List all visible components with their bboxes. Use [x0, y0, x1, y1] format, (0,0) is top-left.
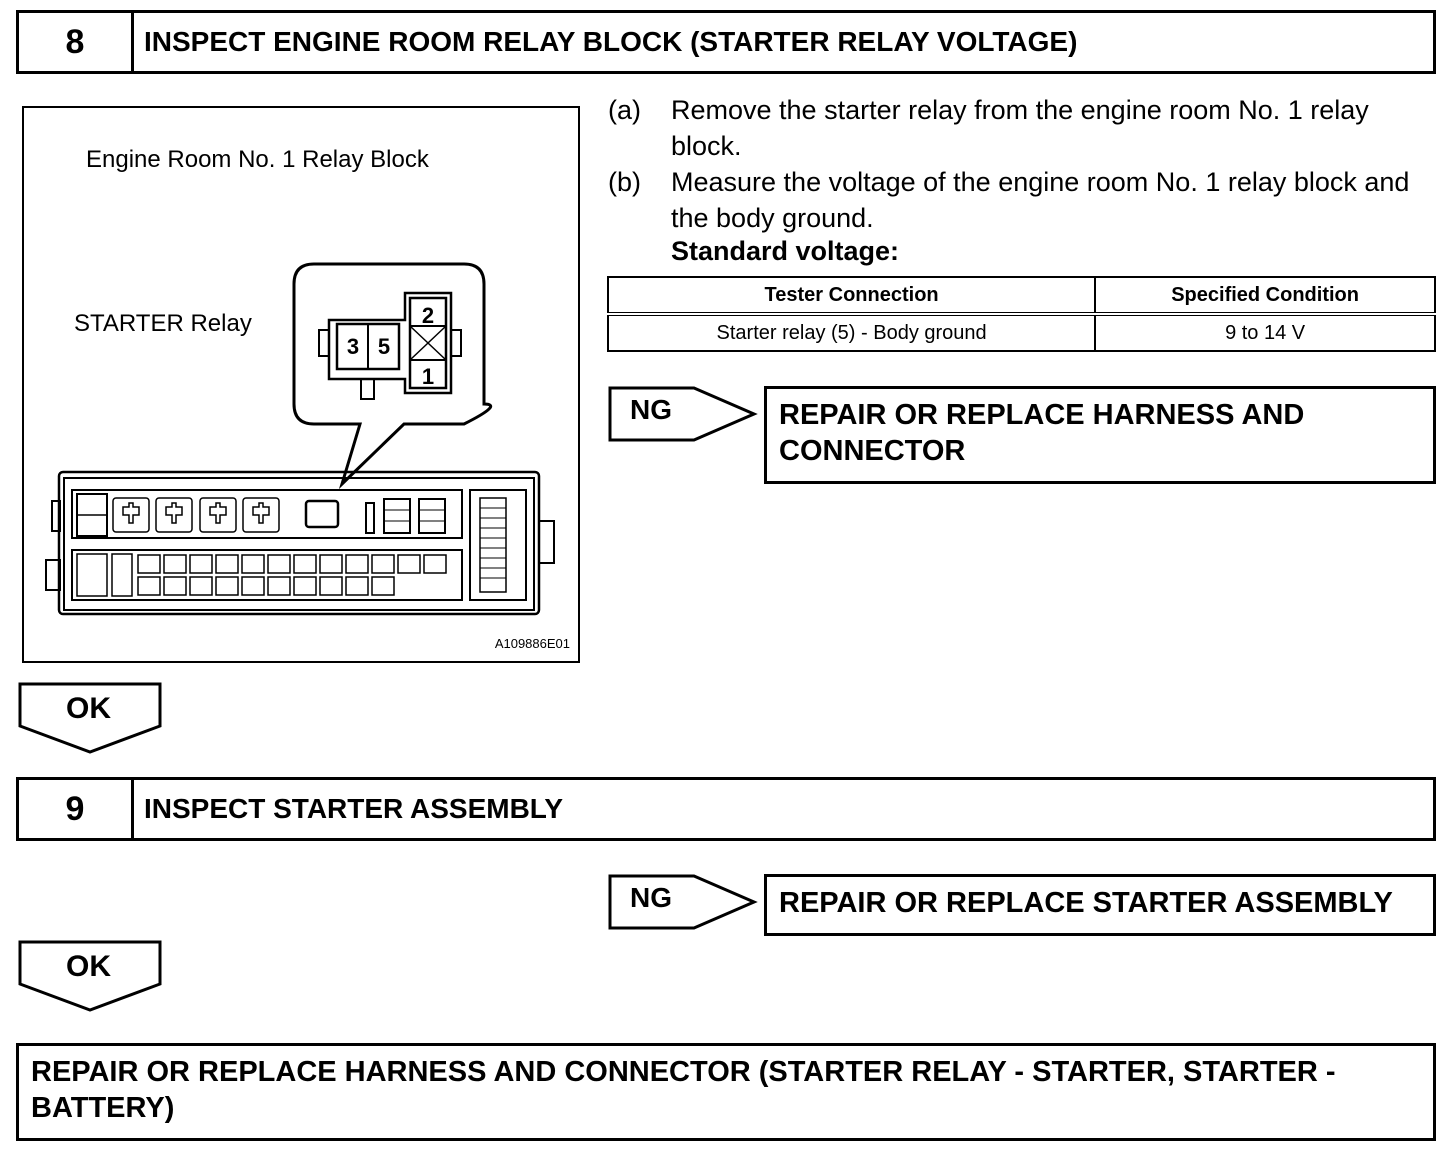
ok-label: OK [66, 692, 111, 725]
table-header-row: Tester Connection Specified Condition [606, 276, 1436, 316]
instruction-text: Remove the starter relay from the engine… [671, 95, 1369, 161]
instruction-label: (a) [608, 95, 641, 125]
connector-tab-bottom [360, 378, 375, 400]
standard-voltage-label: Standard voltage: [671, 236, 900, 266]
ng-result-step-9: REPAIR OR REPLACE STARTER ASSEMBLY [764, 874, 1436, 936]
ng-label: NG [630, 394, 672, 425]
callout-bubble [292, 262, 493, 490]
column-header: Specified Condition [1094, 276, 1436, 316]
ng-arrow-icon [608, 874, 758, 930]
connector-tab-left [318, 329, 330, 357]
terminal-2: 2 [422, 303, 434, 328]
ok-label: OK [66, 950, 111, 983]
spec-table: Tester Connection Specified Condition St… [606, 276, 1436, 352]
ok-branch-step-9[interactable]: OK [18, 940, 162, 1012]
terminal-3: 3 [347, 334, 359, 359]
step-8-header: 8 INSPECT ENGINE ROOM RELAY BLOCK (START… [16, 10, 1436, 74]
column-header: Tester Connection [606, 276, 1097, 316]
ng-result-step-8: REPAIR OR REPLACE HARNESS AND CONNECTOR [764, 386, 1436, 484]
terminal-1: 1 [422, 364, 434, 389]
step-number: 8 [19, 13, 134, 71]
instruction-text: Measure the voltage of the engine room N… [671, 167, 1410, 233]
ok-branch-step-8[interactable]: OK [18, 682, 162, 754]
step-number: 9 [19, 780, 134, 838]
ng-branch-step-8[interactable]: NG [608, 386, 758, 442]
terminal-5: 5 [378, 334, 390, 359]
starter-relay-slot [304, 499, 340, 529]
relay-block-label: Engine Room No. 1 Relay Block [86, 146, 429, 173]
connector-tab-right [450, 329, 462, 357]
table-cell: Starter relay (5) - Body ground [606, 313, 1097, 352]
relay-block-outline [57, 470, 541, 616]
table-cell: 9 to 14 V [1094, 313, 1436, 352]
figure-code: A109886E01 [494, 636, 570, 651]
final-result-box: REPAIR OR REPLACE HARNESS AND CONNECTOR … [16, 1043, 1436, 1141]
relay-block-diagram: 3 5 2 1 [45, 262, 555, 616]
step-title: INSPECT ENGINE ROOM RELAY BLOCK (STARTER… [144, 26, 1078, 57]
ng-branch-step-9[interactable]: NG [608, 874, 758, 930]
ok-arrow-icon [18, 682, 162, 754]
fuse-slots [137, 554, 447, 596]
instruction-label: (b) [608, 167, 641, 197]
ok-arrow-icon [18, 940, 162, 1012]
step-title: INSPECT STARTER ASSEMBLY [144, 793, 564, 824]
step-9-header: 9 INSPECT STARTER ASSEMBLY [16, 777, 1436, 841]
connector-housing [327, 291, 453, 395]
relay-block-figure: Engine Room No. 1 Relay Block STARTER Re… [22, 106, 580, 663]
ng-arrow-icon [608, 386, 758, 442]
starter-relay-label: STARTER Relay [74, 310, 252, 337]
table-row: Starter relay (5) - Body ground 9 to 14 … [606, 313, 1436, 352]
ng-label: NG [630, 882, 672, 913]
relay-slots [112, 497, 280, 533]
